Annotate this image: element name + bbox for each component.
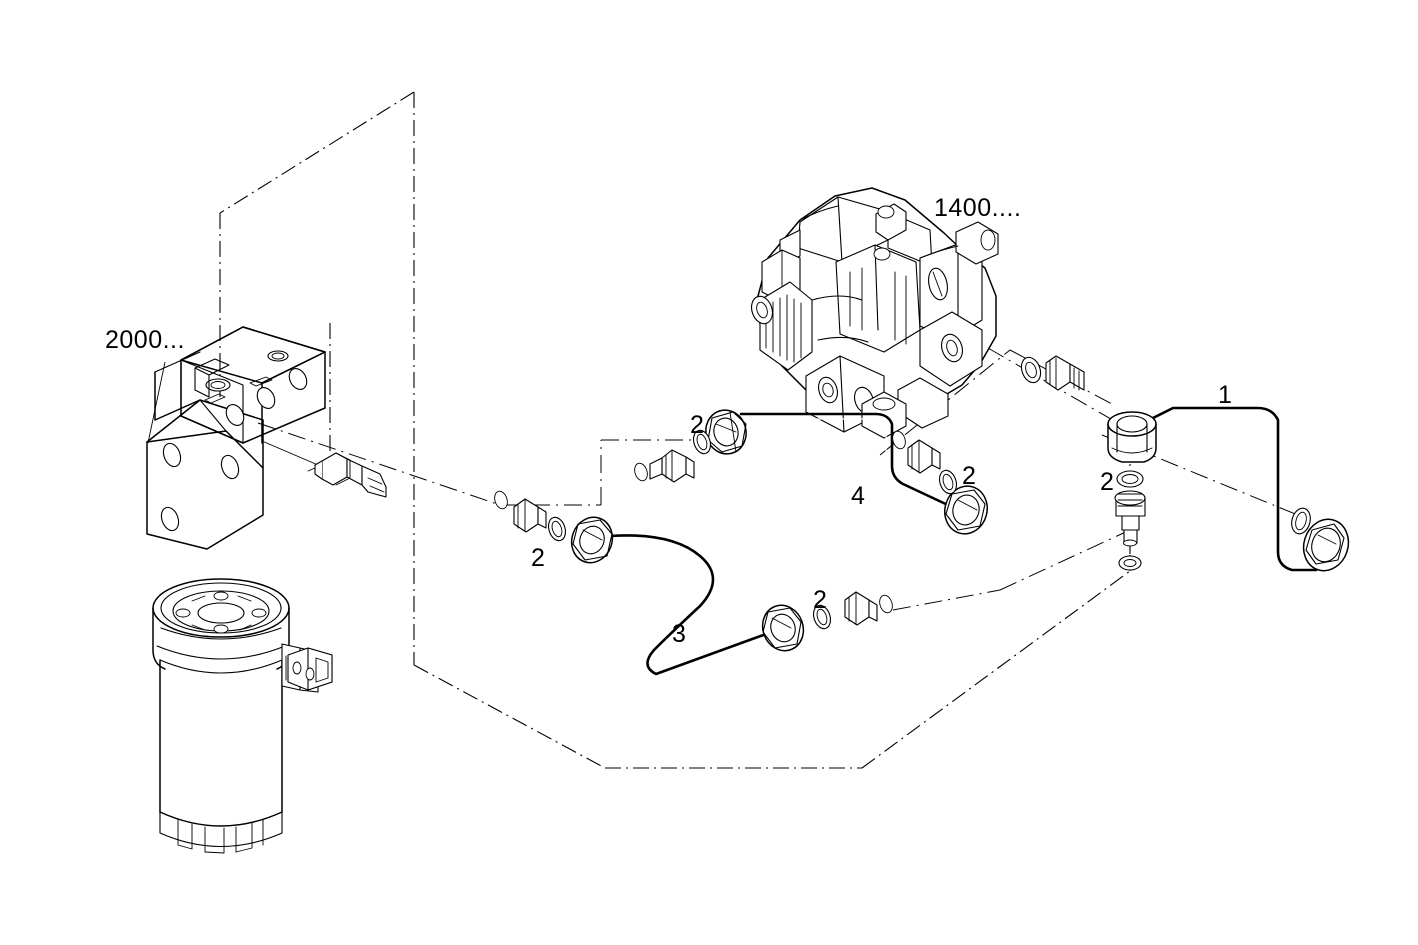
banjo-eye-left-line1	[1107, 411, 1157, 463]
pump-outlet-fitting	[1020, 355, 1085, 391]
banjo-eye-left-line3	[570, 516, 614, 564]
fuel-line-4	[634, 409, 988, 535]
hollow-screw-line3-right	[844, 591, 893, 626]
temperature-sensor	[307, 452, 387, 498]
hollow-screw-line4-right	[892, 430, 941, 474]
group-callout-1400: 1400....	[934, 194, 1022, 222]
hollow-screw-assembly-right	[1114, 470, 1146, 571]
fuel-line-3	[494, 490, 893, 680]
item-callout-1: 1	[1218, 381, 1232, 409]
item-callout-2-c: 2	[962, 462, 976, 490]
banjo-eye-right-line3	[761, 604, 805, 652]
item-callout-2-a: 2	[690, 411, 704, 439]
item-callout-2-b: 2	[531, 544, 545, 572]
banjo-eye-right-line1	[1302, 518, 1350, 572]
item-callout-3: 3	[672, 620, 686, 648]
item-callout-4: 4	[851, 482, 865, 510]
high-pressure-fuel-line-1	[1107, 406, 1350, 575]
fuel-filter-cartridge	[152, 578, 333, 854]
hollow-screw-line4-left	[634, 449, 695, 483]
banjo-eye-right-line4	[944, 485, 988, 535]
pump-drive-ribs	[759, 281, 813, 371]
hollow-screw-line3-left	[494, 490, 547, 533]
item-callout-2-d: 2	[813, 586, 827, 614]
item-callout-2-e: 2	[1100, 468, 1114, 496]
high-pressure-injection-pump	[751, 187, 999, 439]
group-callout-2000: 2000...	[105, 326, 185, 354]
fuel-filter-head-bracket	[146, 326, 326, 550]
